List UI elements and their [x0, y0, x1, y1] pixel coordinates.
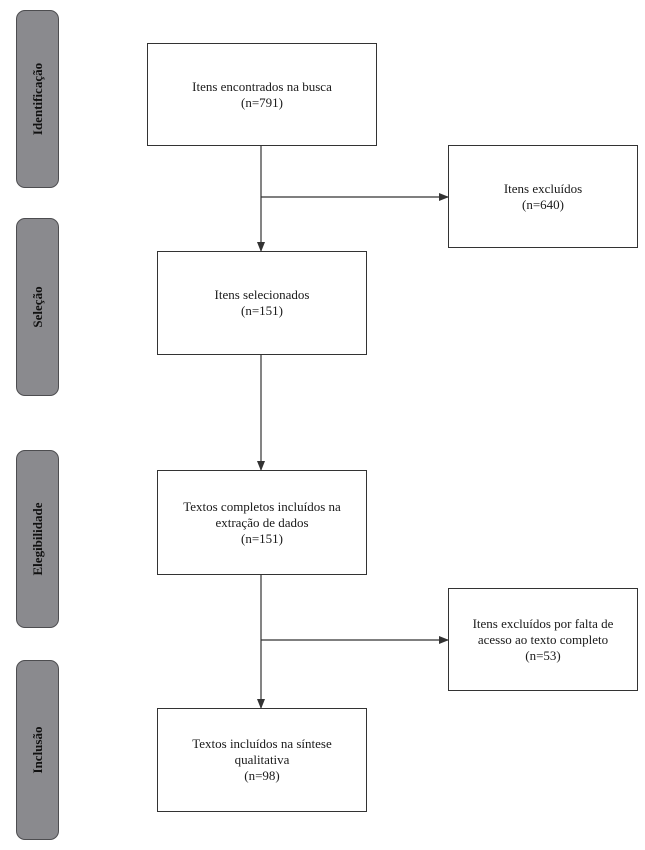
box-qualitative-synthesis-line1: Textos incluídos na síntese — [192, 736, 332, 751]
stage-inclusao: Inclusão — [16, 660, 59, 840]
box-excluded-no-access-count: (n=53) — [525, 647, 561, 663]
box-items-excluded-text: Itens excluídos — [503, 180, 583, 196]
box-items-found: Itens encontrados na busca (n=791) — [147, 43, 377, 146]
box-excluded-no-access-line1: Itens excluídos por falta de — [472, 615, 614, 631]
box-qualitative-synthesis: Textos incluídos na síntese qualitativa … — [157, 708, 367, 812]
box-items-selected-count: (n=151) — [241, 303, 283, 318]
box-items-selected-text: Itens selecionados — [214, 287, 310, 302]
box-fulltext-included-line2: extração de dados — [215, 514, 309, 530]
box-qualitative-synthesis-line2: qualitativa — [234, 752, 290, 767]
box-items-found-text: Itens encontrados na busca — [192, 78, 332, 94]
box-fulltext-included: Textos completos incluídos na extração d… — [157, 470, 367, 575]
stage-identificacao: Identificação — [16, 10, 59, 188]
box-items-excluded-count: (n=640) — [522, 196, 564, 212]
box-items-found-count: (n=791) — [241, 94, 283, 110]
stage-selecao: Seleção — [16, 218, 59, 396]
box-excluded-no-access-line2: acesso ao texto completo — [477, 631, 609, 647]
box-qualitative-synthesis-count: (n=98) — [244, 768, 280, 783]
box-fulltext-included-count: (n=151) — [241, 530, 283, 546]
box-items-excluded: Itens excluídos (n=640) — [448, 145, 638, 248]
stage-elegibilidade: Elegibilidade — [16, 450, 59, 628]
box-excluded-no-access: Itens excluídos por falta de acesso ao t… — [448, 588, 638, 691]
box-items-selected: Itens selecionados (n=151) — [157, 251, 367, 355]
box-fulltext-included-line1: Textos completos incluídos na — [183, 498, 341, 514]
